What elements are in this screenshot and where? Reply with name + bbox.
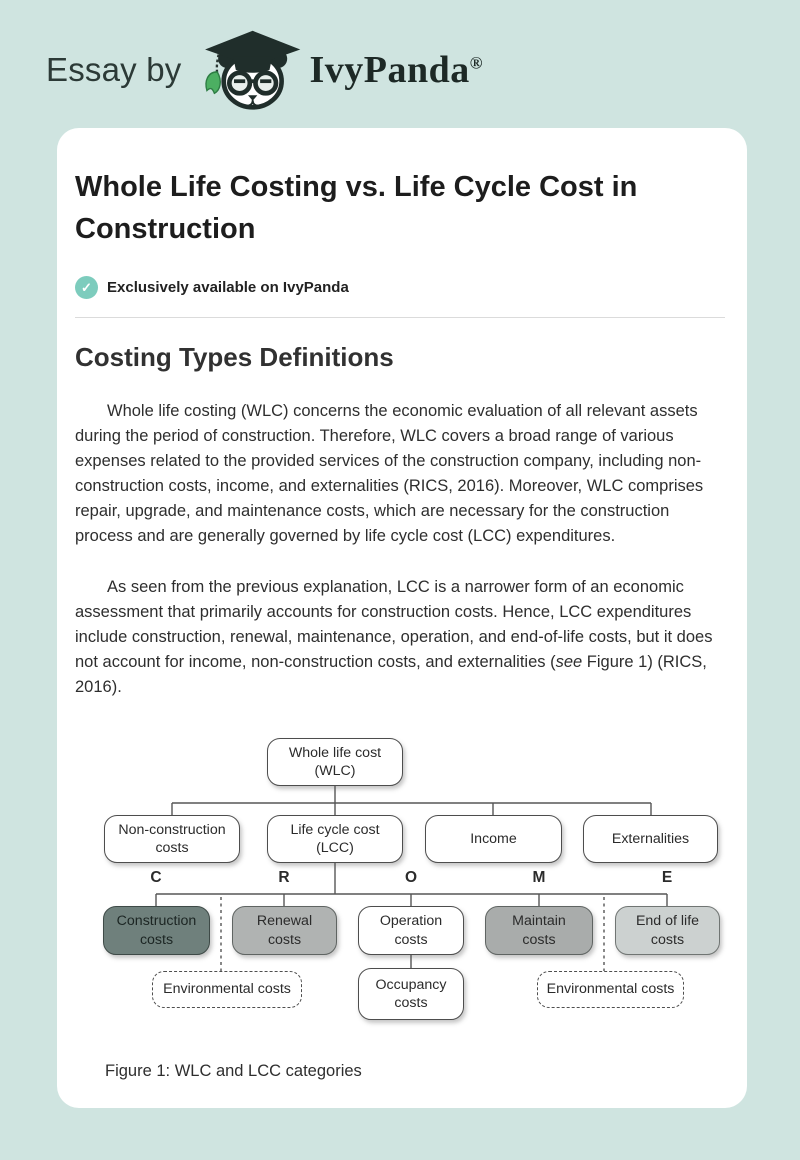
check-icon: ✓ bbox=[75, 276, 98, 300]
exclusive-badge: ✓ Exclusively available on IvyPanda bbox=[75, 276, 725, 300]
letter-m: M bbox=[532, 869, 546, 887]
node-end-of-life-costs: End of life costs bbox=[615, 906, 720, 956]
figure-wlc-lcc-diagram: Whole life cost (WLC) Non-construction c… bbox=[100, 728, 750, 1028]
node-environmental-costs-right: Environmental costs bbox=[537, 971, 684, 1009]
node-environmental-costs-left: Environmental costs bbox=[152, 971, 302, 1009]
essay-card: Whole Life Costing vs. Life Cycle Cost i… bbox=[57, 128, 747, 1108]
letter-o: O bbox=[404, 869, 418, 887]
node-operation-costs: Operation costs bbox=[358, 906, 464, 956]
node-life-cycle-cost: Life cycle cost (LCC) bbox=[267, 815, 403, 864]
node-maintain-costs: Maintain costs bbox=[485, 906, 593, 956]
paragraph-1: Whole life costing (WLC) concerns the ec… bbox=[75, 402, 704, 546]
site-header: Essay by IvyPanda® bbox=[46, 24, 483, 116]
ivypanda-panda-logo-icon bbox=[204, 30, 300, 110]
letter-e: E bbox=[661, 869, 673, 887]
node-externalities: Externalities bbox=[583, 815, 718, 864]
brand-name: IvyPanda bbox=[309, 49, 470, 91]
node-non-construction-costs: Non-construction costs bbox=[104, 815, 240, 864]
essay-by-label: Essay by bbox=[46, 51, 182, 88]
brand-wordmark: IvyPanda® bbox=[310, 48, 483, 92]
diagram-connector-lines bbox=[155, 786, 668, 972]
letter-c: C bbox=[150, 869, 162, 887]
paragraph-2-text-end: Figure 1) (RICS, 2016). bbox=[75, 653, 707, 697]
exclusive-badge-label: Exclusively available on IvyPanda bbox=[107, 279, 349, 297]
node-occupancy-costs: Occupancy costs bbox=[358, 968, 464, 1021]
registered-mark: ® bbox=[469, 53, 483, 73]
node-whole-life-cost: Whole life cost (WLC) bbox=[267, 738, 403, 787]
node-construction-costs: Construction costs bbox=[103, 906, 210, 956]
letter-r: R bbox=[278, 869, 290, 887]
node-renewal-costs: Renewal costs bbox=[232, 906, 337, 956]
divider bbox=[75, 317, 725, 319]
paragraph-2-italic: see bbox=[555, 653, 583, 672]
page-title: Whole Life Costing vs. Life Cycle Cost i… bbox=[75, 171, 638, 246]
node-income: Income bbox=[425, 815, 562, 864]
figure-caption: Figure 1: WLC and LCC categories bbox=[105, 1062, 362, 1081]
paragraph-2-text: As seen from the previous explanation, L… bbox=[75, 578, 713, 672]
paragraph-2: As seen from the previous explanation, L… bbox=[75, 575, 725, 700]
section-heading: Costing Types Definitions bbox=[75, 342, 394, 373]
